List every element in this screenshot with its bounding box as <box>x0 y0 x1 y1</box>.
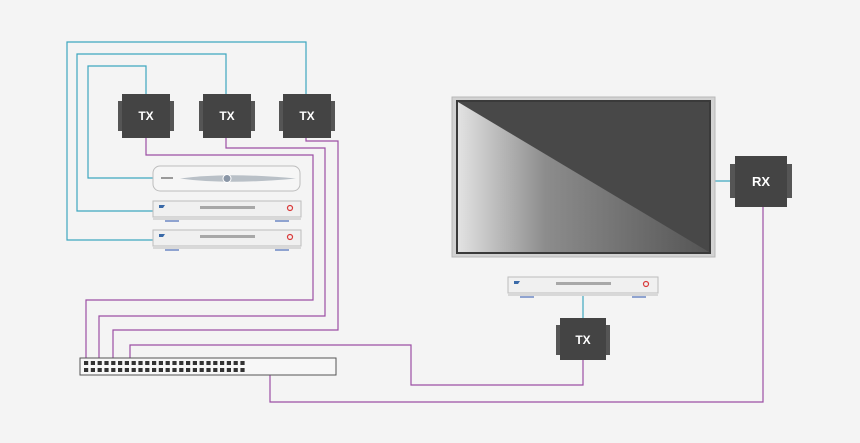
hdmi-cable-tx2-to-player1 <box>76 53 227 212</box>
switch-port <box>192 368 197 372</box>
tx-box-2: TX <box>199 94 255 138</box>
tx-label: TX <box>138 109 153 123</box>
switch-port <box>131 368 136 372</box>
switch-port <box>186 368 191 372</box>
tx-box-1: TX <box>118 94 174 138</box>
blu-ray-player-icon <box>159 205 165 208</box>
switch-port <box>220 361 225 365</box>
blu-ray-player-icon <box>159 234 165 237</box>
switch-port <box>213 361 218 365</box>
network-cable-tx4 <box>129 344 584 386</box>
hdmi-cable-tx1-to-settop <box>87 65 153 179</box>
switch-port <box>145 361 150 365</box>
player-power-led <box>286 204 294 212</box>
switch-port <box>179 361 184 365</box>
switch-port <box>165 368 170 372</box>
hdmi-cables <box>66 41 736 318</box>
switch-port <box>84 361 89 365</box>
switch-port <box>213 368 218 372</box>
tx-box-4: TX <box>556 318 610 360</box>
switch-port <box>90 368 95 372</box>
switch-port <box>111 368 116 372</box>
switch-port <box>240 361 245 365</box>
switch-port <box>206 368 211 372</box>
switch-port <box>124 368 129 372</box>
switch-port <box>111 361 116 365</box>
network-switch <box>79 357 337 376</box>
rx-label: RX <box>752 174 770 189</box>
player-power-led <box>286 233 294 241</box>
switch-port <box>199 361 204 365</box>
hdmi-cable-tx3-to-player2 <box>66 41 307 241</box>
network-cable-rx <box>269 207 764 403</box>
switch-port <box>192 361 197 365</box>
blu-ray-player-1 <box>152 200 302 222</box>
switch-port <box>97 368 102 372</box>
switch-port <box>152 368 157 372</box>
switch-port <box>226 361 231 365</box>
switch-port <box>240 368 245 372</box>
network-switch-icon <box>84 361 245 372</box>
switch-port <box>84 368 89 372</box>
player-power-led <box>642 280 650 288</box>
switch-port <box>233 361 238 365</box>
switch-port <box>131 361 136 365</box>
blu-ray-player-2 <box>152 229 302 251</box>
switch-port <box>90 361 95 365</box>
rx-box: RX <box>730 156 792 207</box>
tx-label: TX <box>219 109 234 123</box>
switch-port <box>220 368 225 372</box>
network-cable-tx3 <box>112 137 339 358</box>
network-cables <box>85 137 764 403</box>
display-screen <box>451 96 716 258</box>
tx-box-3: TX <box>279 94 335 138</box>
switch-port <box>172 361 177 365</box>
blu-ray-player-3 <box>507 276 659 298</box>
display-screen-icon <box>458 102 709 252</box>
blu-ray-player-icon <box>514 281 520 284</box>
switch-port <box>206 361 211 365</box>
switch-port <box>118 368 123 372</box>
network-cable-tx2 <box>98 137 326 358</box>
tx-label: TX <box>575 333 590 347</box>
switch-port <box>165 361 170 365</box>
set-top-box-icon <box>222 174 232 183</box>
switch-port <box>226 368 231 372</box>
switch-port <box>158 361 163 365</box>
switch-port <box>138 368 143 372</box>
switch-port <box>118 361 123 365</box>
switch-port <box>233 368 238 372</box>
switch-port <box>104 361 109 365</box>
switch-port <box>172 368 177 372</box>
switch-port <box>145 368 150 372</box>
switch-port <box>97 361 102 365</box>
switch-port <box>152 361 157 365</box>
switch-port <box>199 368 204 372</box>
switch-port <box>186 361 191 365</box>
network-cable-tx1 <box>85 137 314 358</box>
switch-port <box>158 368 163 372</box>
switch-port <box>104 368 109 372</box>
switch-port <box>124 361 129 365</box>
set-top-box <box>152 165 301 192</box>
switch-port <box>138 361 143 365</box>
switch-port <box>179 368 184 372</box>
tx-label: TX <box>299 109 314 123</box>
